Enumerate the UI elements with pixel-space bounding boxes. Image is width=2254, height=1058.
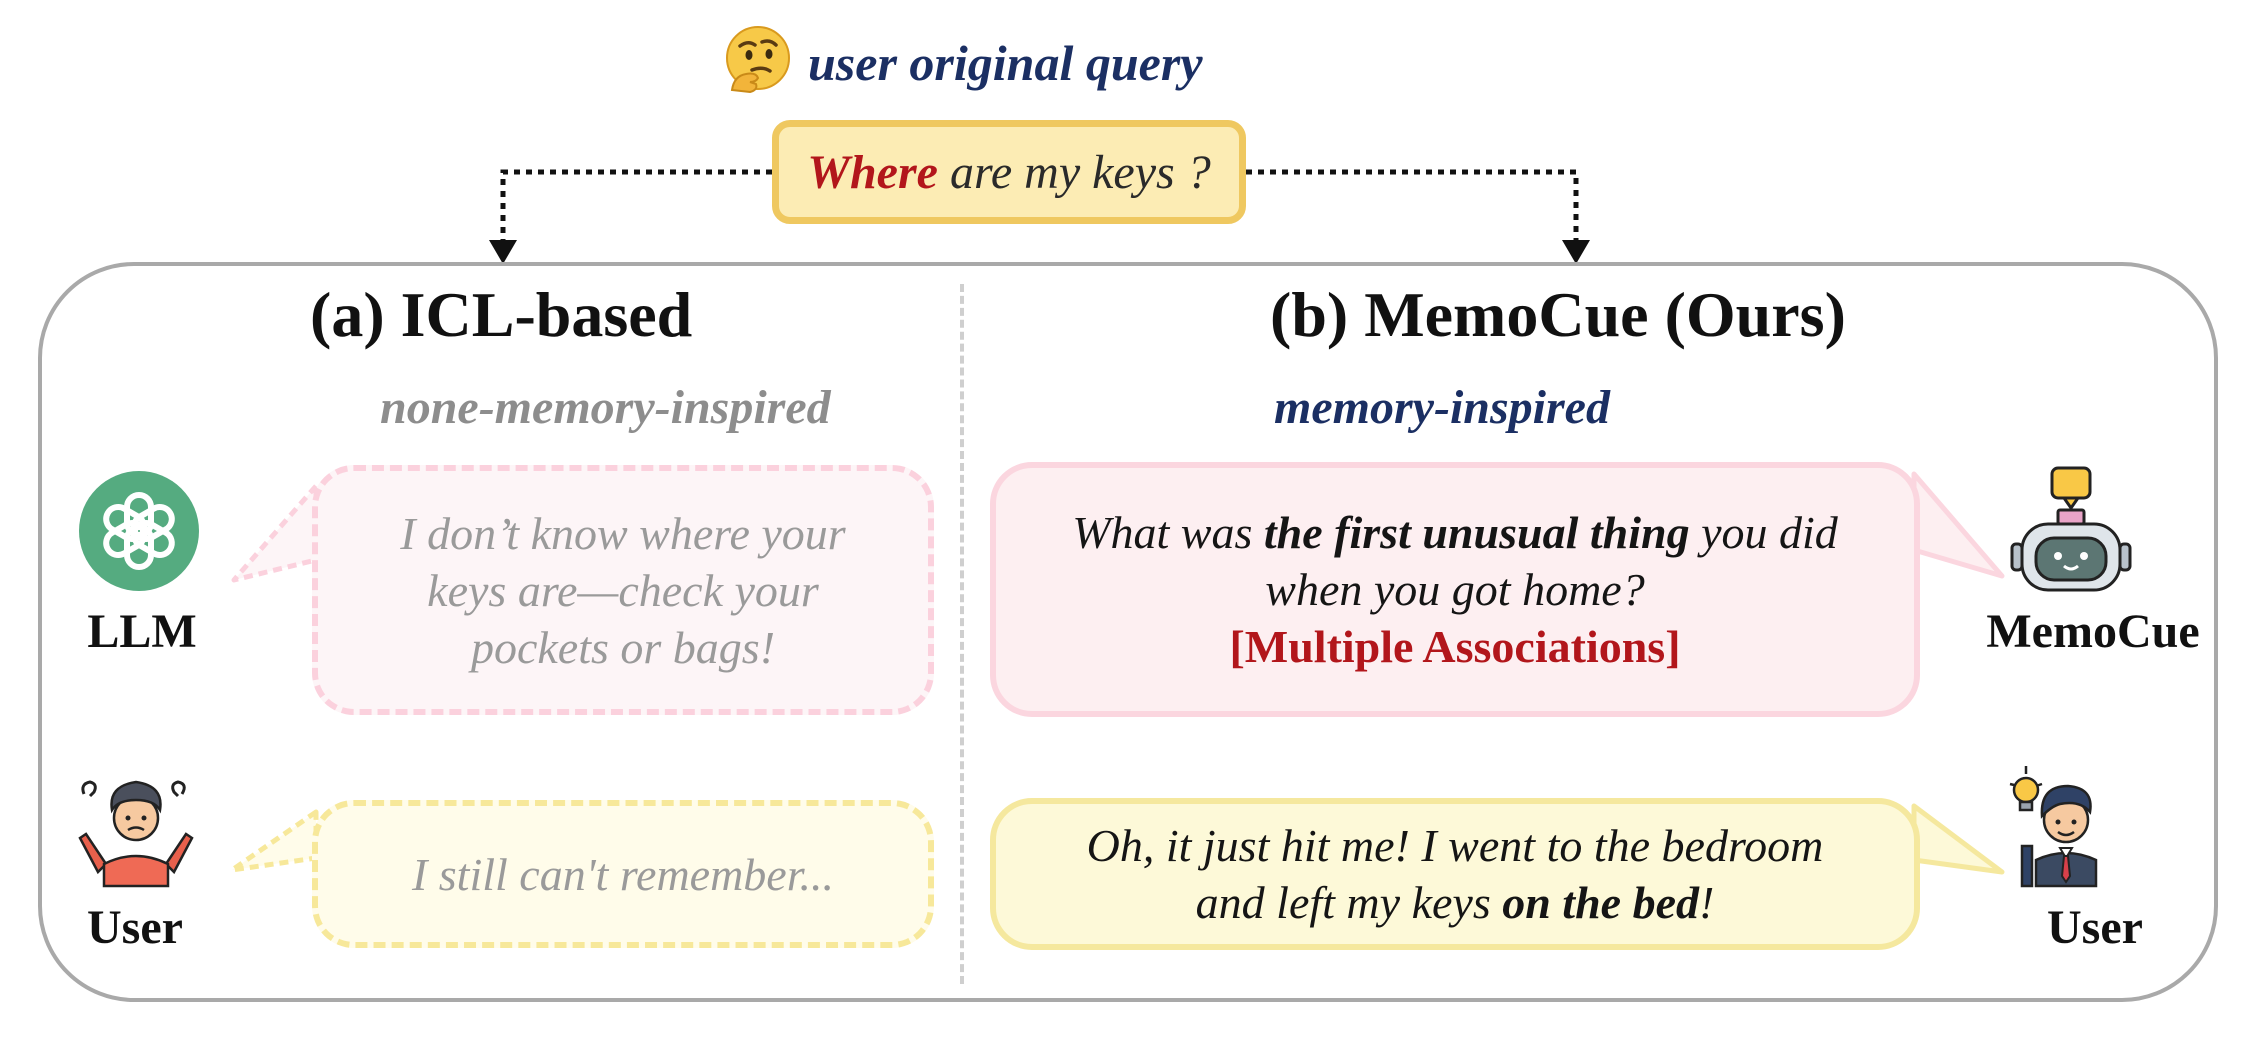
llm-response-text: I don’t know where your keys are—check y… [400,507,846,673]
query-keyword: Where [807,145,938,199]
memocue-bubble-tail [1911,471,2005,579]
multiple-associations-tag: [Multiple Associations] [1229,621,1681,672]
user-reply-bubble-icl: I still can't remember... [312,800,934,948]
icl-subtitle: none-memory-inspired [380,381,831,434]
openai-logo-icon [79,471,199,591]
icl-section-title: (a) ICL-based [310,279,693,350]
query-caption: user original query [808,35,1203,91]
cue-text-end: you did when you got home? [1265,507,1850,615]
user-reply-text-start: Oh, it just hit me! I went to the bedroo… [1086,820,1835,928]
user-reply-bubble-memocue: Oh, it just hit me! I went to the bedroo… [990,798,1920,950]
user-reply-text-end: ! [1699,877,1715,928]
user-a-bubble-tail [229,809,319,873]
user-b-bubble-tail [1911,803,2005,875]
query-box: Where are my keys ? [772,120,1246,224]
idea-user-icon [2009,766,2098,888]
robot-icon [2010,466,2132,592]
user-label-memocue: User [2047,901,2143,954]
cue-text-start: What was [1072,507,1264,558]
query-text: are my keys ? [937,145,1211,199]
llm-label: LLM [87,605,197,658]
user-label-icl: User [87,901,183,954]
user-reply-text-highlight: on the bed [1502,877,1699,928]
cue-text-highlight: the first unusual thing [1263,507,1690,558]
thinking-face-icon [726,26,790,94]
llm-response-bubble: I don’t know where your keys are—check y… [312,465,934,715]
memocue-section-title: (b) MemoCue (Ours) [1270,279,1846,350]
panel-divider [960,284,964,984]
memocue-cue-bubble: What was the first unusual thing you did… [990,462,1920,717]
memocue-subtitle: memory-inspired [1274,381,1610,434]
user-reply-text-icl: I still can't remember... [411,848,835,900]
memocue-label: MemoCue [1986,605,2200,658]
frustrated-user-icon [78,780,194,888]
query-connector-arrows [489,169,1590,264]
